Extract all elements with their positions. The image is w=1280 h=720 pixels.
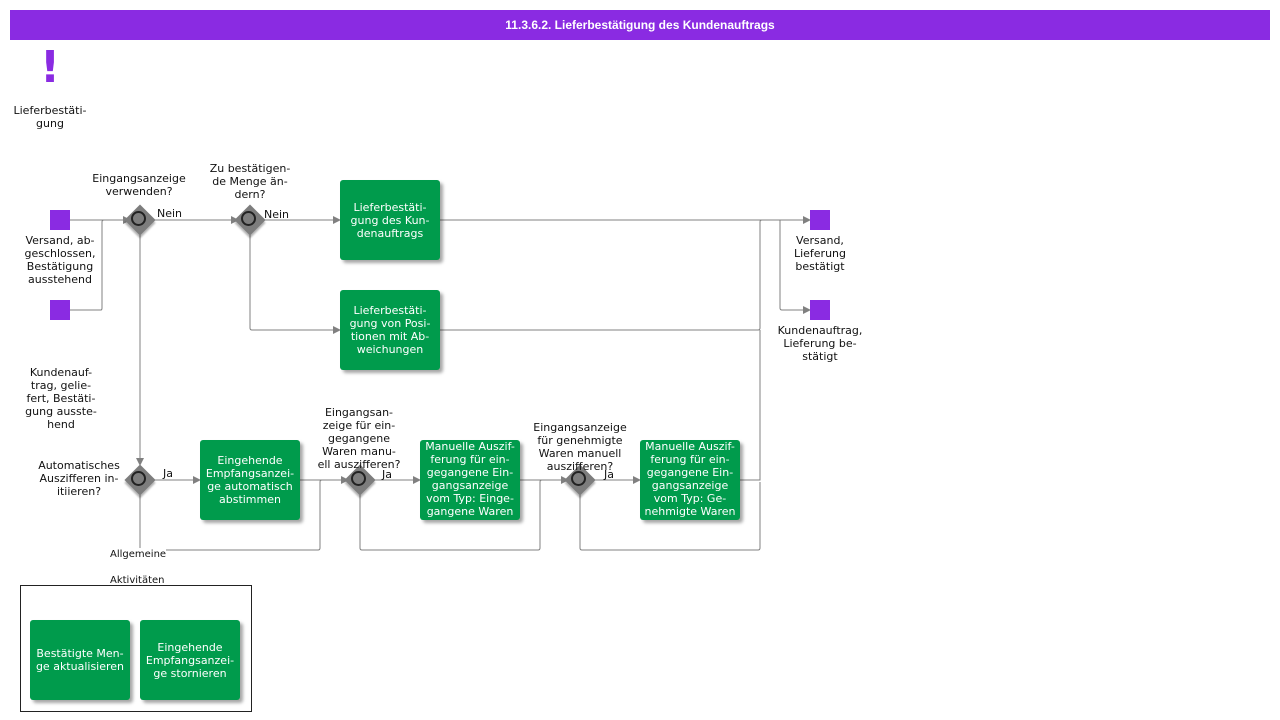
- task-cancel-receipt[interactable]: Eingehende Empfangsanzei- ge stornieren: [140, 620, 240, 700]
- flow-label-yes: Ja: [604, 468, 614, 481]
- task-manual-received-goods[interactable]: Manuelle Auszif- ferung für ein- gegange…: [420, 440, 520, 520]
- task-update-confirmed-quantity[interactable]: Bestätigte Men- ge aktualisieren: [30, 620, 130, 700]
- task-label: Eingehende Empfangsanzei- ge automatisch…: [205, 454, 295, 506]
- end-event-shipping[interactable]: [810, 210, 830, 230]
- task-label: Manuelle Auszif- ferung für ein- gegange…: [644, 440, 736, 518]
- end-event-order[interactable]: [810, 300, 830, 320]
- start-event-shipping[interactable]: [50, 210, 70, 230]
- gateway-label-manual-approved: Eingangsanzeige für genehmigte Waren man…: [533, 421, 627, 473]
- start-event-order-label: Kundenauf- trag, gelie- fert, Bestäti- g…: [25, 366, 97, 431]
- start-event-order[interactable]: [50, 300, 70, 320]
- task-auto-match-receipt[interactable]: Eingehende Empfangsanzei- ge automatisch…: [200, 440, 300, 520]
- gateway-circle-icon: [131, 211, 146, 226]
- task-label: Lieferbestäti- gung von Posi- tionen mit…: [349, 304, 431, 356]
- gateway-label-change-quantity: Zu bestätigen- de Menge än- dern?: [209, 162, 291, 201]
- gateway-label-manual-received: Eingangsan- zeige für ein- gegangene War…: [317, 406, 401, 471]
- task-manual-approved-goods[interactable]: Manuelle Auszif- ferung für ein- gegange…: [640, 440, 740, 520]
- flow-label-no: Nein: [264, 208, 290, 221]
- task-label: Eingehende Empfangsanzei- ge stornieren: [145, 640, 235, 680]
- flow-label-yes: Ja: [382, 468, 392, 481]
- end-event-shipping-label: Versand, Lieferung bestätigt: [793, 234, 847, 273]
- gateway-label-use-receipt: Eingangsanzeige verwenden?: [92, 172, 186, 198]
- gateway-label-auto-match: Automatisches Auszifferen in- itiieren?: [38, 459, 120, 498]
- task-label: Lieferbestäti- gung des Kun- denauftrags: [350, 200, 430, 240]
- gateway-circle-icon: [571, 471, 586, 486]
- page-title: 11.3.6.2. Lieferbestätigung des Kundenau…: [10, 10, 1270, 40]
- task-confirm-deviating-items[interactable]: Lieferbestäti- gung von Posi- tionen mit…: [340, 290, 440, 370]
- gateway-circle-icon: [351, 471, 366, 486]
- trigger-label: Lieferbestäti- gung: [13, 104, 87, 130]
- gateway-circle-icon: [131, 471, 146, 486]
- start-event-shipping-label: Versand, ab- geschlossen, Bestätigung au…: [24, 234, 96, 286]
- end-event-order-label: Kundenauftrag, Lieferung be- stätigt: [777, 324, 863, 363]
- gateway-circle-icon: [241, 211, 256, 226]
- task-label: Bestätigte Men- ge aktualisieren: [35, 647, 125, 673]
- exclamation-icon: !: [39, 42, 61, 93]
- legend-title: Allgemeine Aktivitäten: [110, 548, 167, 584]
- task-confirm-delivery[interactable]: Lieferbestäti- gung des Kun- denauftrags: [340, 180, 440, 260]
- flow-label-no: Nein: [157, 207, 183, 220]
- task-label: Manuelle Auszif- ferung für ein- gegange…: [425, 440, 515, 518]
- flow-label-yes: Ja: [163, 467, 173, 480]
